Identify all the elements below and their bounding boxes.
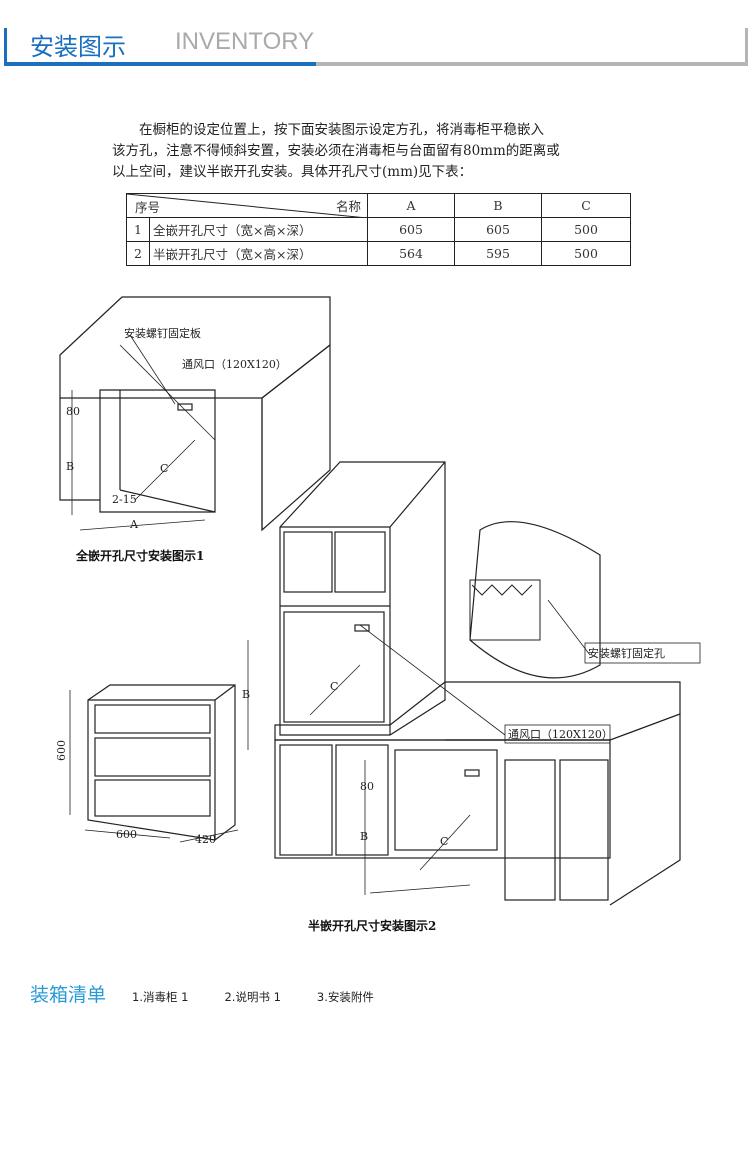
fig1-80-label: 80	[66, 405, 80, 418]
fig2-vent-label: 通风口（120X120）	[508, 728, 613, 741]
cell-c: 500	[541, 241, 631, 266]
row-number: 1	[126, 217, 150, 242]
cell-a: 605	[367, 217, 455, 242]
table-row: 2 半嵌开孔尺寸（宽×高×深） 564 595 500	[126, 241, 631, 266]
header-bar-right	[745, 28, 748, 64]
header-underline-grey	[316, 62, 748, 66]
column-header: C	[541, 193, 631, 218]
packing-list: 装箱清单 1.消毒柜 1 2.说明书 1 3.安装附件	[30, 980, 410, 1007]
column-header: B	[454, 193, 542, 218]
packing-item: 1.消毒柜 1	[132, 990, 189, 1004]
packing-item: 3.安装附件	[316, 990, 374, 1004]
unit-width-label: 600	[116, 828, 137, 841]
fig2-caption: 半嵌开孔尺寸安装图示2	[308, 918, 436, 933]
diagonal-line	[127, 194, 367, 218]
section-title: 安装图示	[30, 33, 126, 61]
figure-2-counter	[274, 624, 681, 906]
corner-cell: 序号 名称	[126, 193, 368, 218]
detail-callout	[469, 521, 701, 679]
cell-c: 500	[541, 217, 631, 242]
fig1-b-label: B	[66, 460, 74, 473]
row-number: 2	[126, 241, 150, 266]
section-subtitle: INVENTORY	[175, 28, 315, 55]
cell-a: 564	[367, 241, 455, 266]
column-header: A	[367, 193, 455, 218]
table-row: 1 全嵌开孔尺寸（宽×高×深） 605 605 500	[126, 217, 631, 242]
fig1-a-label: A	[129, 518, 139, 531]
fig1-c-label: C	[160, 462, 168, 475]
fig2-c2-label: C	[440, 835, 448, 848]
tall-cabinet	[247, 461, 446, 750]
cell-b: 595	[454, 241, 542, 266]
fig1-vent-label: 通风口（120X120）	[182, 358, 287, 371]
fig1-caption: 全嵌开孔尺寸安装图示1	[75, 548, 204, 563]
figure-1-cabinet	[59, 296, 331, 532]
cell-b: 605	[454, 217, 542, 242]
intro-line: 在橱柜的设定位置上，按下面安装图示设定方孔，将消毒柜平稳嵌入	[139, 122, 544, 138]
unit-height-label: 600	[55, 740, 68, 761]
fig2-c1-label: C	[330, 680, 338, 693]
detail-hole-label: 安装螺钉固定孔	[588, 646, 665, 660]
row-name: 半嵌开孔尺寸（宽×高×深）	[149, 241, 368, 266]
fig1-gap-label: 2-15	[112, 493, 137, 506]
corner-left: 序号	[135, 200, 161, 215]
cutout-size-table: 序号 名称 A B C 1 全嵌开孔尺寸（宽×高×深） 605 605 500 …	[126, 193, 631, 266]
sterilizer-unit	[69, 684, 239, 843]
table-header-row: 序号 名称 A B C	[126, 193, 631, 218]
installation-drawing: 安装螺钉固定板 通风口（120X120） 80 B C 2-15 A 全嵌开孔尺…	[55, 296, 701, 933]
fig2-b1-label: B	[242, 688, 250, 701]
row-name: 全嵌开孔尺寸（宽×高×深）	[149, 217, 368, 242]
header-underline-blue	[4, 62, 316, 66]
intro-text: 在橱柜的设定位置上，按下面安装图示设定方孔，将消毒柜平稳嵌入 该方孔，注意不得倾…	[112, 120, 642, 183]
fig1-plate-label: 安装螺钉固定板	[124, 326, 201, 340]
fig2-80-label: 80	[360, 780, 374, 793]
packing-item: 2.说明书 1	[224, 990, 281, 1004]
intro-line: 以上空间，建议半嵌开孔安装。具体开孔尺寸(mm)见下表：	[112, 164, 473, 180]
corner-right: 名称	[335, 199, 361, 214]
packing-title: 装箱清单	[30, 984, 107, 1006]
intro-line: 该方孔，注意不得倾斜安置，安装必须在消毒柜与台面留有80mm的距离或	[112, 143, 560, 159]
unit-depth-label: 420	[195, 833, 216, 846]
fig2-b2-label: B	[360, 830, 368, 843]
header-bar-left	[4, 28, 7, 64]
